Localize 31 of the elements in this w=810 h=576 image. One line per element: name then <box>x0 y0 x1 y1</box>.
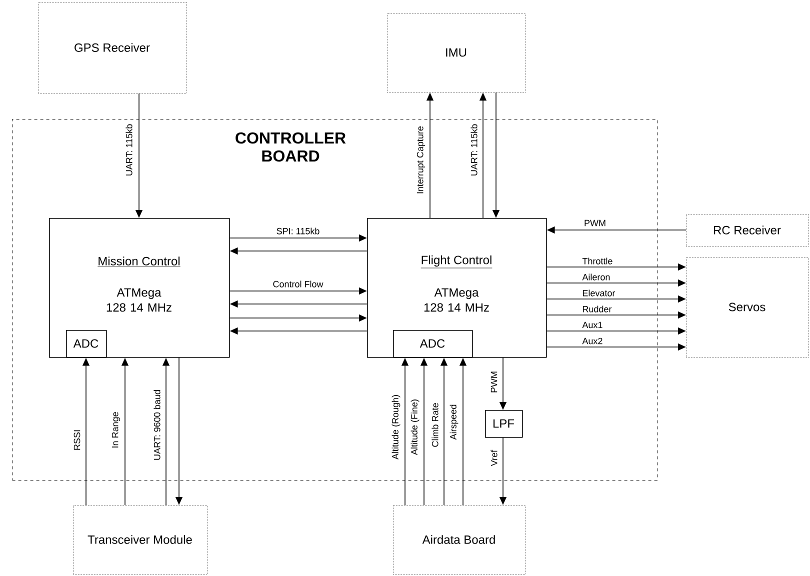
edge-label: SPI: 115kb <box>275 226 321 236</box>
edge-label: Control Flow <box>272 280 324 288</box>
component-box: Airdata Board <box>393 505 526 575</box>
edge-label: Aileron <box>581 272 612 282</box>
module-box: ADC <box>66 330 107 358</box>
edge-label: RSSI <box>72 428 82 452</box>
module-box: ADC <box>393 330 473 358</box>
edge-label: In Range <box>110 410 122 450</box>
edge-label: Aux2 <box>581 336 604 346</box>
edge-label: PWM <box>490 370 498 394</box>
edge-label: Throttle <box>581 256 614 266</box>
edge-label: UART: 9600 baud <box>152 388 162 462</box>
edge-label: UART: 115kb <box>470 122 478 178</box>
component-box: Transceiver Module <box>73 505 208 575</box>
component-box: GPS Receiver <box>38 2 187 94</box>
edge-label: Aux1 <box>581 320 604 330</box>
edge-label: Altitude (Rough) <box>390 394 402 461</box>
edge-label: Airspeed <box>448 403 460 441</box>
edge-label: Vref <box>490 448 498 468</box>
edge-label: UART: 115kb <box>124 122 134 178</box>
component-box: RC Receiver <box>686 214 809 247</box>
component-box: Servos <box>686 257 809 358</box>
board-title: CONTROLLER BOARD <box>236 132 346 162</box>
edge-label: Rudder <box>581 304 613 314</box>
edge-label: Altitude (Fine) <box>410 398 420 456</box>
edge-label: Elevator <box>581 288 616 298</box>
component-box: IMU <box>387 13 526 93</box>
edge-label: PWM <box>583 218 607 228</box>
edge-label: Interrupt Capture <box>416 124 426 196</box>
edge-label: Climb Rate <box>430 402 440 448</box>
module-box: LPF <box>485 410 523 438</box>
